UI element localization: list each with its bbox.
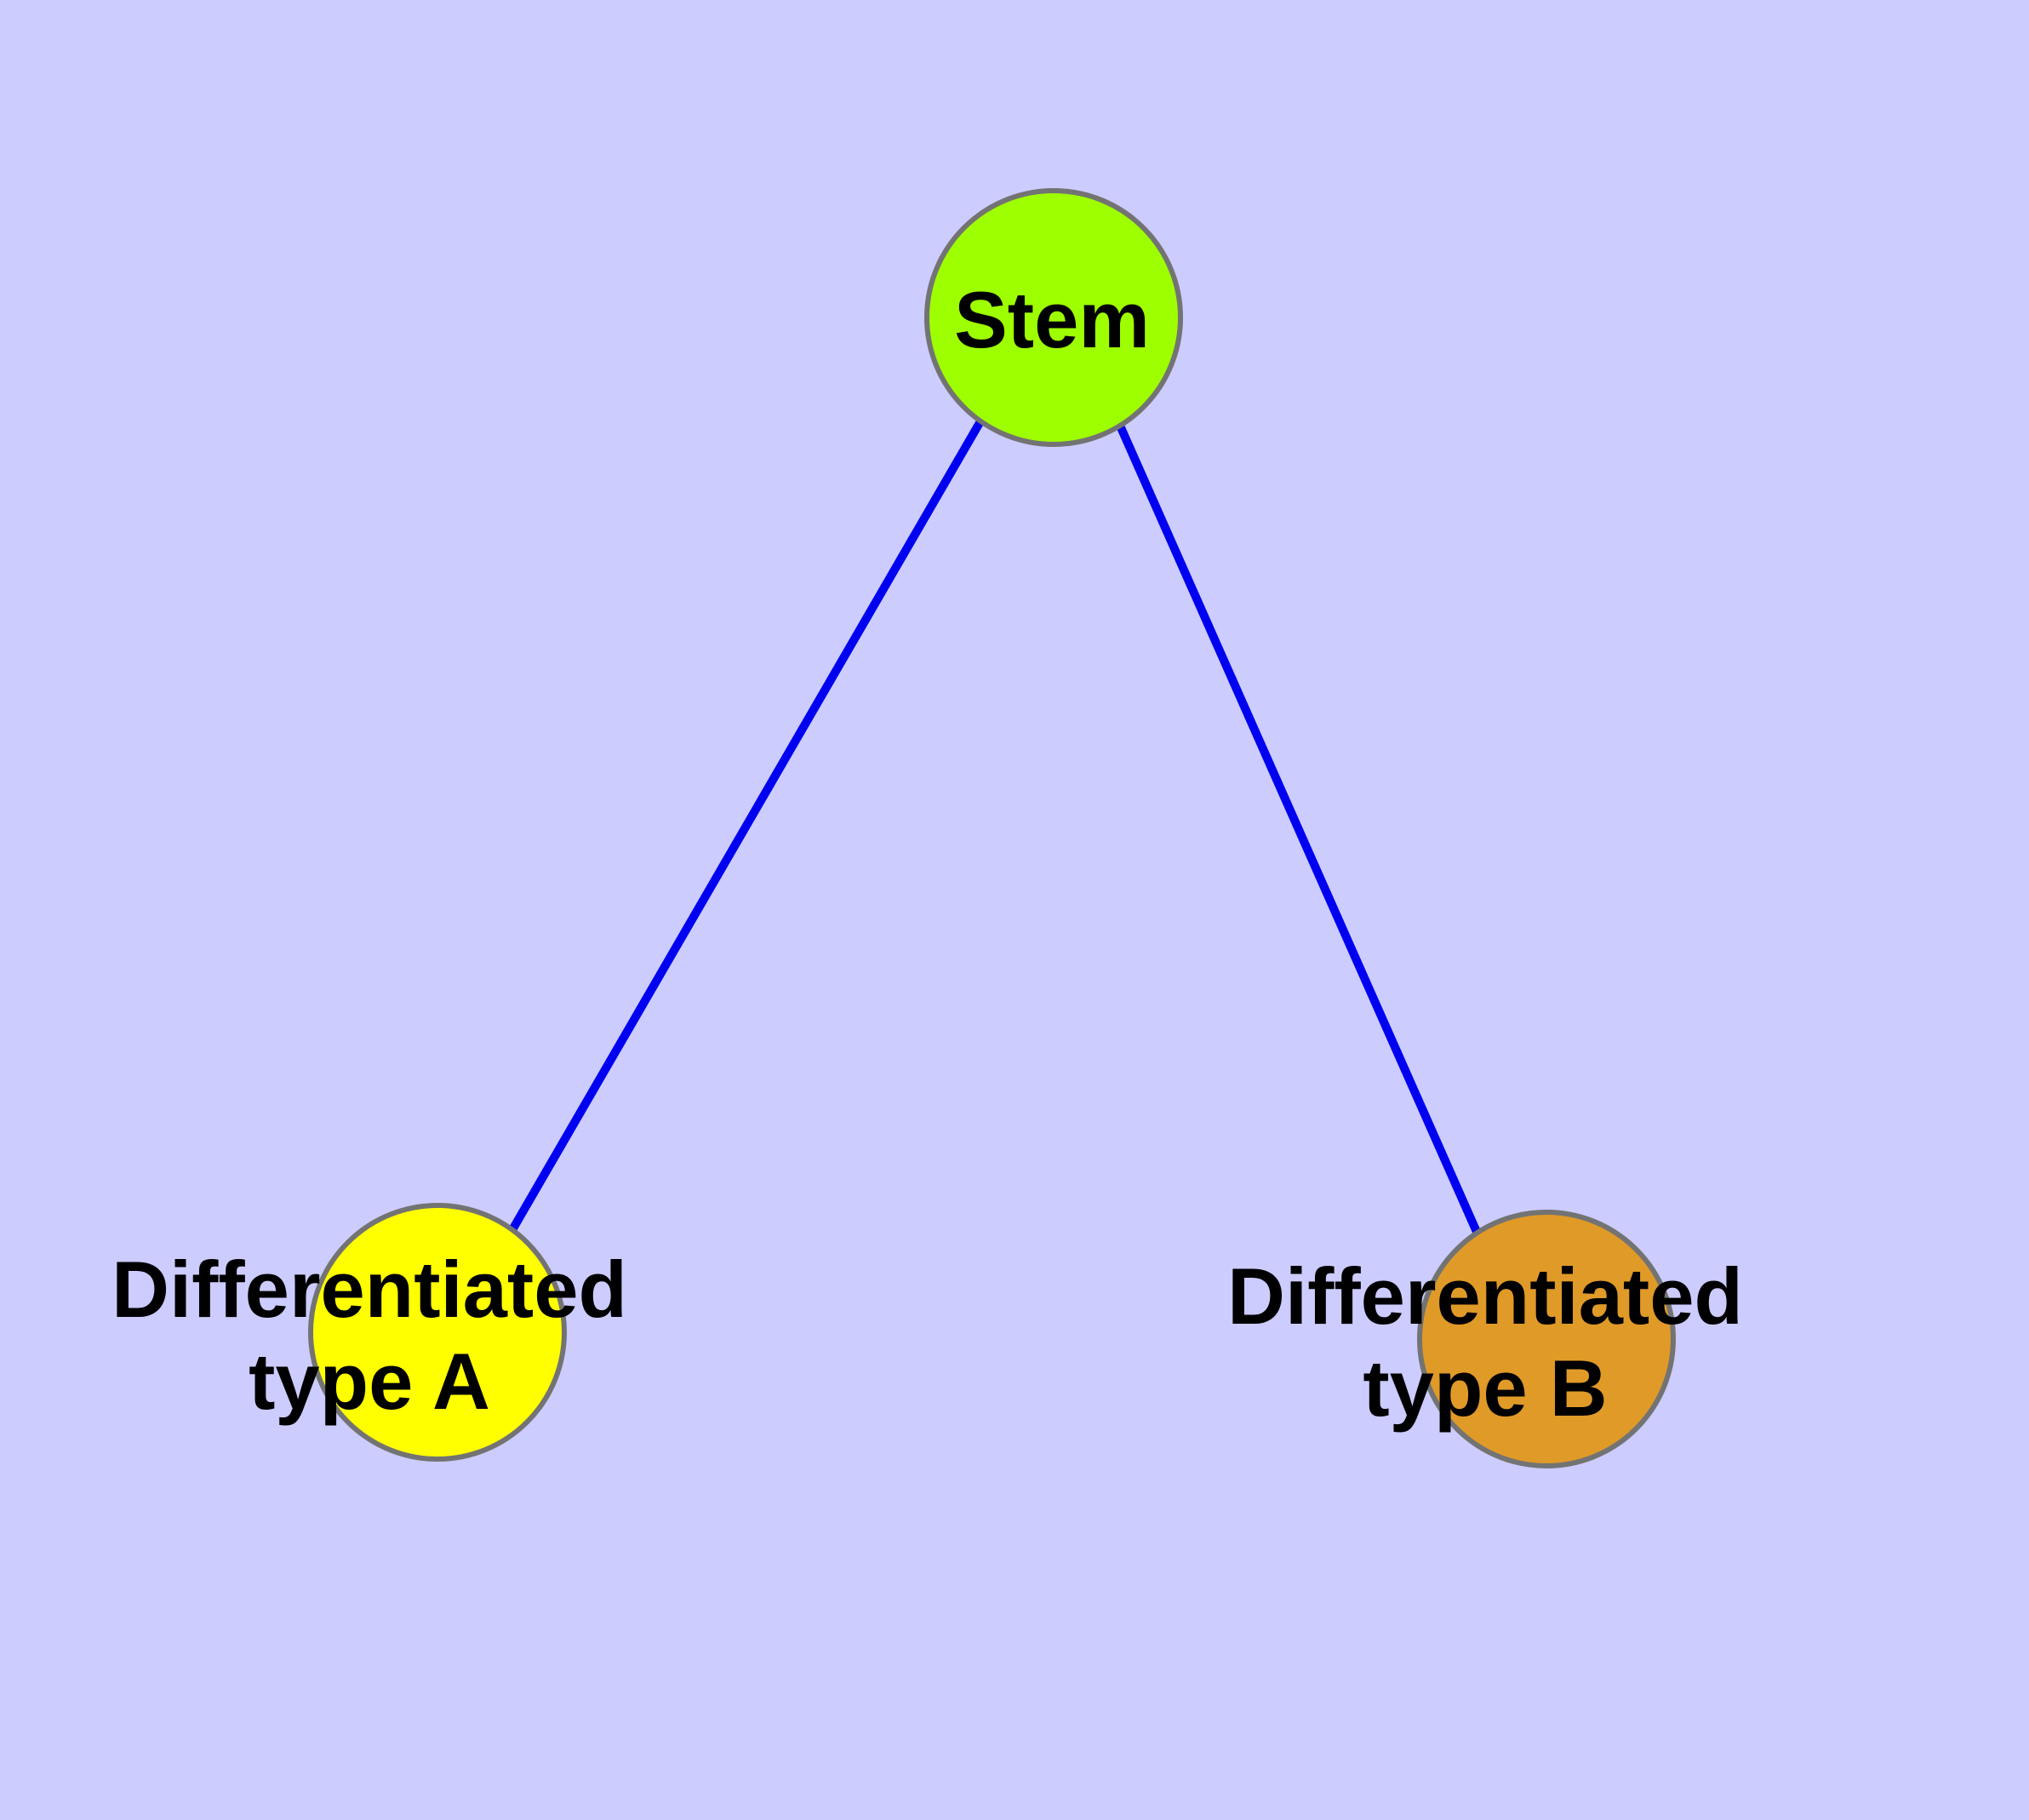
node-label-line: type B bbox=[1363, 1343, 1607, 1433]
graph-edge-stem-to-diff-b bbox=[1116, 423, 1481, 1234]
node-label-line: Differentiated bbox=[1227, 1251, 1743, 1341]
node-label-line: Differentiated bbox=[111, 1245, 627, 1334]
graph-node-diff-b[interactable] bbox=[1417, 1210, 1676, 1468]
node-label-line: type A bbox=[249, 1336, 490, 1426]
nodes-layer bbox=[308, 188, 1676, 1468]
graph-node-stem[interactable] bbox=[924, 188, 1183, 447]
node-label-stem: Stem bbox=[954, 275, 1150, 364]
edges-layer bbox=[509, 419, 1481, 1234]
graph-edge-stem-to-diff-a bbox=[509, 419, 985, 1231]
graph-node-diff-a[interactable] bbox=[308, 1203, 567, 1462]
node-label-line: Stem bbox=[954, 275, 1150, 364]
